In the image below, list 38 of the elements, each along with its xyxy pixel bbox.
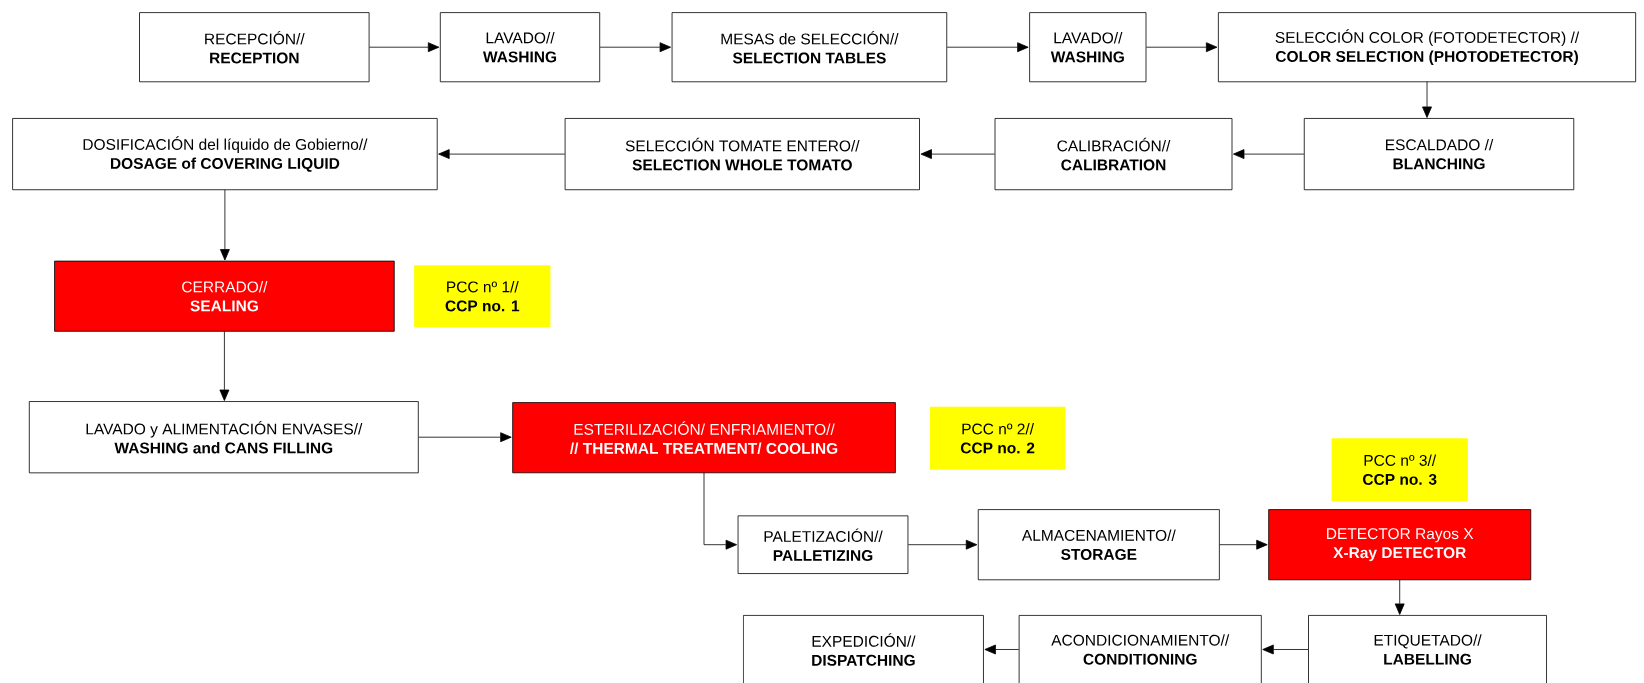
arrow xyxy=(599,42,671,53)
arrow xyxy=(920,149,995,159)
arrow xyxy=(1262,644,1309,655)
arrow xyxy=(703,472,737,550)
process-box: CALIBRACIÓN// CALIBRATION xyxy=(994,118,1233,191)
process-box: SELECCIÓN TOMATE ENTERO// SELECTION WHOLE TOMATO xyxy=(564,118,920,191)
arrow xyxy=(1146,42,1218,53)
arrow xyxy=(438,149,566,159)
process-box: LAVADO// WASHING xyxy=(439,12,601,83)
arrow xyxy=(1394,579,1405,615)
process-box: DOSIFICACIÓN del líquido de Gobierno// DOSAGE of COVERING LIQUID xyxy=(12,118,438,191)
process-box: ALMACENAMIENTO// STORAGE xyxy=(977,509,1220,581)
arrow xyxy=(369,42,440,53)
process-box: ACONDICIONAMIENTO// CONDITIONING xyxy=(1018,615,1262,683)
arrow xyxy=(220,189,230,261)
ccp-box: PCC nº 2// CCP no. 2 xyxy=(929,406,1066,470)
process-box: LAVADO y ALIMENTACIÓN ENVASES// WASHING and CANS FILLING xyxy=(28,401,419,474)
critical-step-box: DETECTOR Rayos X X-Ray DETECTOR xyxy=(1268,509,1532,581)
process-box: MESAS de SELECCIÓN// SELECTION TABLES xyxy=(671,12,948,83)
arrow xyxy=(907,539,978,550)
critical-step-box: CERRADO// SEALING xyxy=(54,260,395,332)
process-box: SELECCIÓN COLOR (FOTODETECTOR) // COLOR SELECTION (PHOTODETECTOR) xyxy=(1217,12,1637,83)
arrow xyxy=(1233,149,1305,159)
arrow xyxy=(1219,539,1268,550)
arrow xyxy=(219,330,230,401)
process-box: LAVADO// WASHING xyxy=(1029,12,1147,83)
arrow xyxy=(946,42,1029,53)
ccp-box: PCC nº 1// CCP no. 1 xyxy=(414,265,551,328)
arrow xyxy=(418,432,512,443)
arrow xyxy=(984,644,1020,655)
ccp-box: PCC nº 3// CCP no. 3 xyxy=(1331,438,1468,502)
process-box: EXPEDICIÓN// DISPATCHING xyxy=(742,615,984,683)
process-box: ETIQUETADO// LABELLING xyxy=(1308,615,1547,683)
critical-step-box: ESTERILIZACIÓN/ ENFRIAMIENTO// // THERMAL TREATMENT/ COOLING xyxy=(512,402,896,474)
process-box: RECEPCIÓN// RECEPTION xyxy=(139,12,370,83)
arrow xyxy=(1422,81,1432,118)
process-box: PALETIZACIÓN// PALLETIZING xyxy=(737,515,909,574)
process-box: ESCALDADO // BLANCHING xyxy=(1303,118,1575,191)
